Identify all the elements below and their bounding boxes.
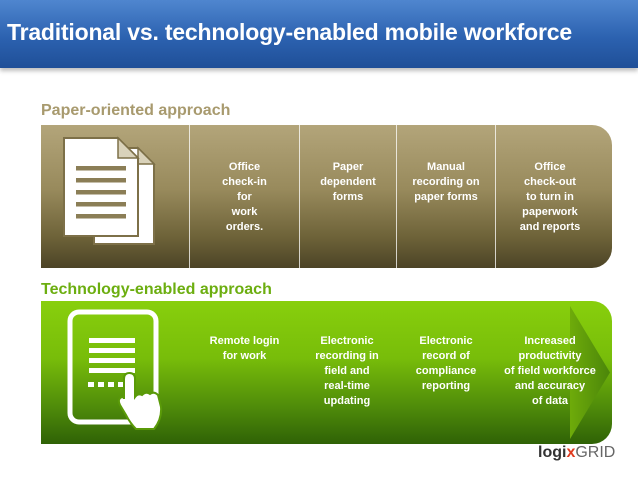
paper-step-manual-recording: Manual recording on paper forms: [412, 161, 480, 203]
tech-step-electronic-recording: Electronic recording in field and real-t…: [315, 335, 379, 407]
logo-text-grid: GRID: [575, 444, 616, 461]
paper-section-title: Paper-oriented approach: [41, 102, 231, 119]
paper-divider-3: [396, 125, 397, 268]
tech-step-compliance-record: Electronic record of compliance reportin…: [415, 335, 477, 392]
paper-step-paper-forms: Paper dependent forms: [320, 161, 376, 203]
tablet-touch-icon: [64, 309, 172, 435]
paper-step-office-check-in: Office check-in for work orders.: [222, 161, 267, 233]
logo-text-logi: logi: [538, 444, 567, 461]
documents-icon: [60, 136, 160, 248]
paper-divider-2: [299, 125, 300, 268]
paper-divider-4: [495, 125, 496, 268]
title-bar: Traditional vs. technology-enabled mobil…: [0, 0, 638, 68]
logixgrid-logo: logixGRID: [538, 444, 615, 462]
tech-step-remote-login: Remote login for work: [209, 335, 280, 362]
tech-section-title: Technology-enabled approach: [41, 281, 272, 298]
tech-step-increased-productivity: Increased productivity of field workforc…: [504, 335, 596, 407]
paper-step-office-check-out: Office check-out to turn in paperwork an…: [519, 161, 581, 233]
paper-divider-1: [189, 125, 190, 268]
logo-text-x: x: [566, 444, 576, 461]
page-title: Traditional vs. technology-enabled mobil…: [7, 19, 572, 45]
